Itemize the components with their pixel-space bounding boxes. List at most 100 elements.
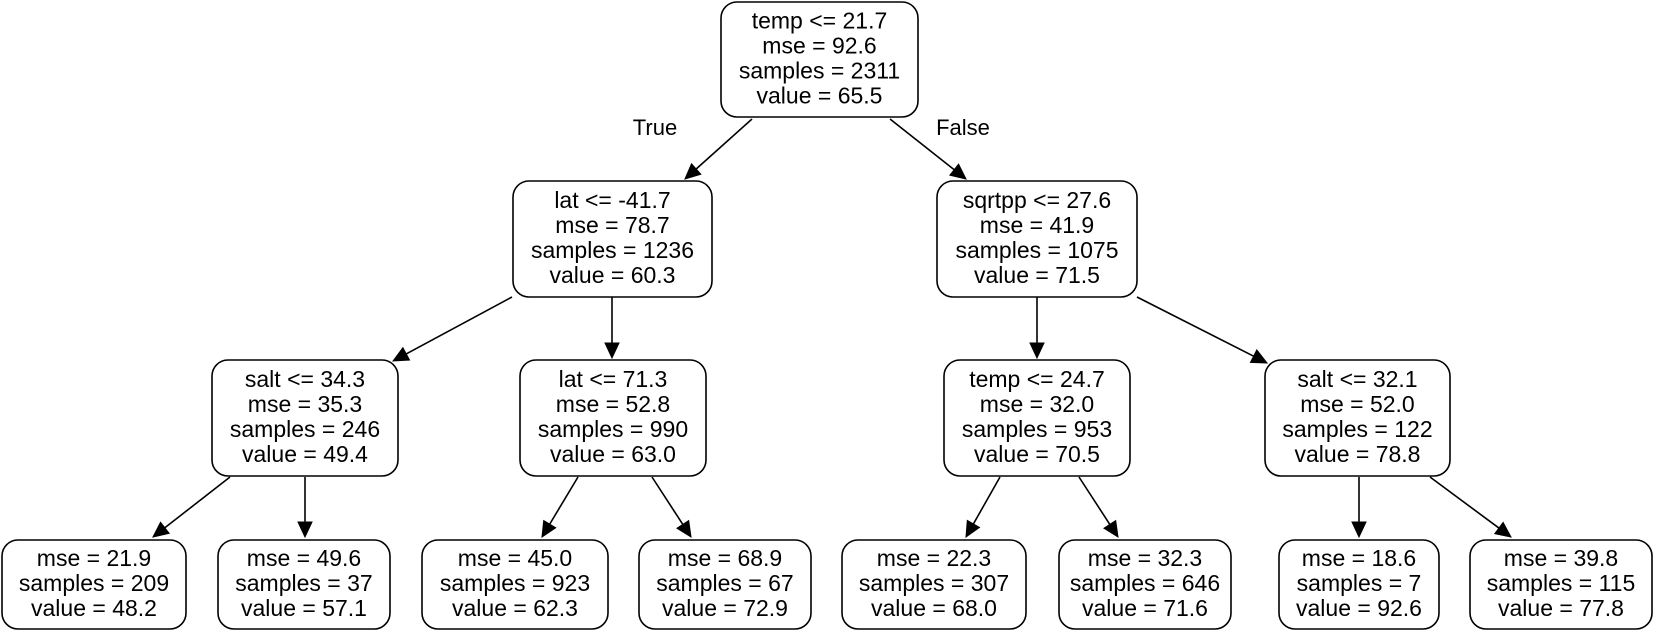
node-text-line: samples = 67 xyxy=(656,570,793,596)
node-text-line: value = 92.6 xyxy=(1296,595,1422,621)
node-text-line: value = 48.2 xyxy=(31,595,157,621)
node-text-line: samples = 953 xyxy=(962,416,1112,442)
node-text-line: mse = 68.9 xyxy=(668,545,782,571)
node-box xyxy=(638,539,812,630)
node-text-line: mse = 41.9 xyxy=(980,212,1094,238)
node-text-line: mse = 18.6 xyxy=(1302,545,1416,571)
node-text-line: value = 70.5 xyxy=(974,441,1100,467)
node-text-line: samples = 923 xyxy=(440,570,590,596)
node-text-line: value = 49.4 xyxy=(242,441,368,467)
edge-label-false: False xyxy=(936,115,990,140)
edge-n1-n4 xyxy=(604,297,620,360)
arrowhead xyxy=(1493,521,1512,538)
node-text-line: mse = 92.6 xyxy=(762,33,876,59)
node-text-line: samples = 122 xyxy=(1282,416,1432,442)
node-box xyxy=(421,539,609,630)
node-text-line: value = 63.0 xyxy=(550,441,676,467)
node-text-line: mse = 78.7 xyxy=(555,212,669,238)
node-text-line: value = 78.8 xyxy=(1295,441,1421,467)
arrowhead xyxy=(391,346,411,362)
arrowhead xyxy=(1029,342,1045,360)
node-text-line: mse = 52.0 xyxy=(1300,391,1414,417)
edges-layer: True False xyxy=(152,115,1512,539)
node-box xyxy=(1278,539,1440,630)
node-box xyxy=(720,1,919,118)
edge-line xyxy=(972,476,1001,525)
node-text-line: value = 57.1 xyxy=(241,595,367,621)
node-text-line: value = 71.5 xyxy=(974,262,1100,288)
node-text-line: value = 71.6 xyxy=(1082,595,1208,621)
node-text-line: samples = 1075 xyxy=(955,237,1118,263)
node-box xyxy=(1,539,187,630)
edge-n5-n12 xyxy=(1078,476,1119,538)
node-text-line: samples = 646 xyxy=(1070,570,1220,596)
node-text-line: temp <= 24.7 xyxy=(969,366,1105,392)
node-text-line: mse = 45.0 xyxy=(458,545,572,571)
node-text-line: value = 68.0 xyxy=(871,595,997,621)
edge-line xyxy=(695,118,753,170)
node-text-line: mse = 22.3 xyxy=(877,545,991,571)
node-box xyxy=(1469,539,1653,630)
node-text-line: temp <= 21.7 xyxy=(752,8,888,34)
node-box xyxy=(841,539,1027,630)
node-text-line: mse = 49.6 xyxy=(247,545,361,571)
node-text-line: value = 62.3 xyxy=(452,595,578,621)
edge-line xyxy=(1078,476,1111,525)
edge-line xyxy=(1136,296,1254,357)
arrowhead xyxy=(1351,521,1367,539)
node-box xyxy=(1058,539,1232,630)
node-text-line: lat <= 71.3 xyxy=(559,366,668,392)
node-text-line: mse = 52.8 xyxy=(556,391,670,417)
edge-line xyxy=(889,118,955,171)
edge-n0-n1: True xyxy=(633,115,753,180)
node-text-line: sqrtpp <= 27.6 xyxy=(963,187,1111,213)
node-text-line: value = 65.5 xyxy=(757,83,883,109)
node-box xyxy=(519,359,707,477)
node-text-line: value = 77.8 xyxy=(1498,595,1624,621)
node-text-line: samples = 209 xyxy=(19,570,169,596)
arrowhead xyxy=(1103,519,1119,538)
arrowhead xyxy=(541,519,557,539)
edge-line xyxy=(1429,476,1500,529)
edge-line xyxy=(549,476,579,525)
edge-n3-n7 xyxy=(152,476,231,538)
node-text-line: salt <= 32.1 xyxy=(1297,366,1417,392)
arrowhead xyxy=(297,521,313,539)
node-text-line: samples = 2311 xyxy=(739,58,900,84)
arrowhead xyxy=(604,342,620,360)
edge-n4-n9 xyxy=(541,476,579,539)
node-box xyxy=(943,359,1131,477)
node-text-line: mse = 32.0 xyxy=(980,391,1094,417)
node-text-line: samples = 990 xyxy=(538,416,688,442)
edge-line xyxy=(405,296,513,355)
node-box xyxy=(1264,359,1451,477)
node-text-line: value = 60.3 xyxy=(550,262,676,288)
node-text-line: samples = 7 xyxy=(1297,570,1422,596)
node-text-line: value = 72.9 xyxy=(662,595,788,621)
edge-n0-n2: False xyxy=(889,115,990,180)
edge-n6-n13 xyxy=(1351,477,1367,539)
edge-n5-n11 xyxy=(965,476,1001,539)
node-text-line: mse = 35.3 xyxy=(248,391,362,417)
edge-n3-n8 xyxy=(297,477,313,539)
node-text-line: lat <= -41.7 xyxy=(554,187,670,213)
node-box xyxy=(217,539,391,630)
arrowhead xyxy=(965,519,981,539)
edge-n2-n5 xyxy=(1029,297,1045,360)
node-text-line: samples = 115 xyxy=(1487,570,1636,596)
arrowhead xyxy=(676,519,692,538)
